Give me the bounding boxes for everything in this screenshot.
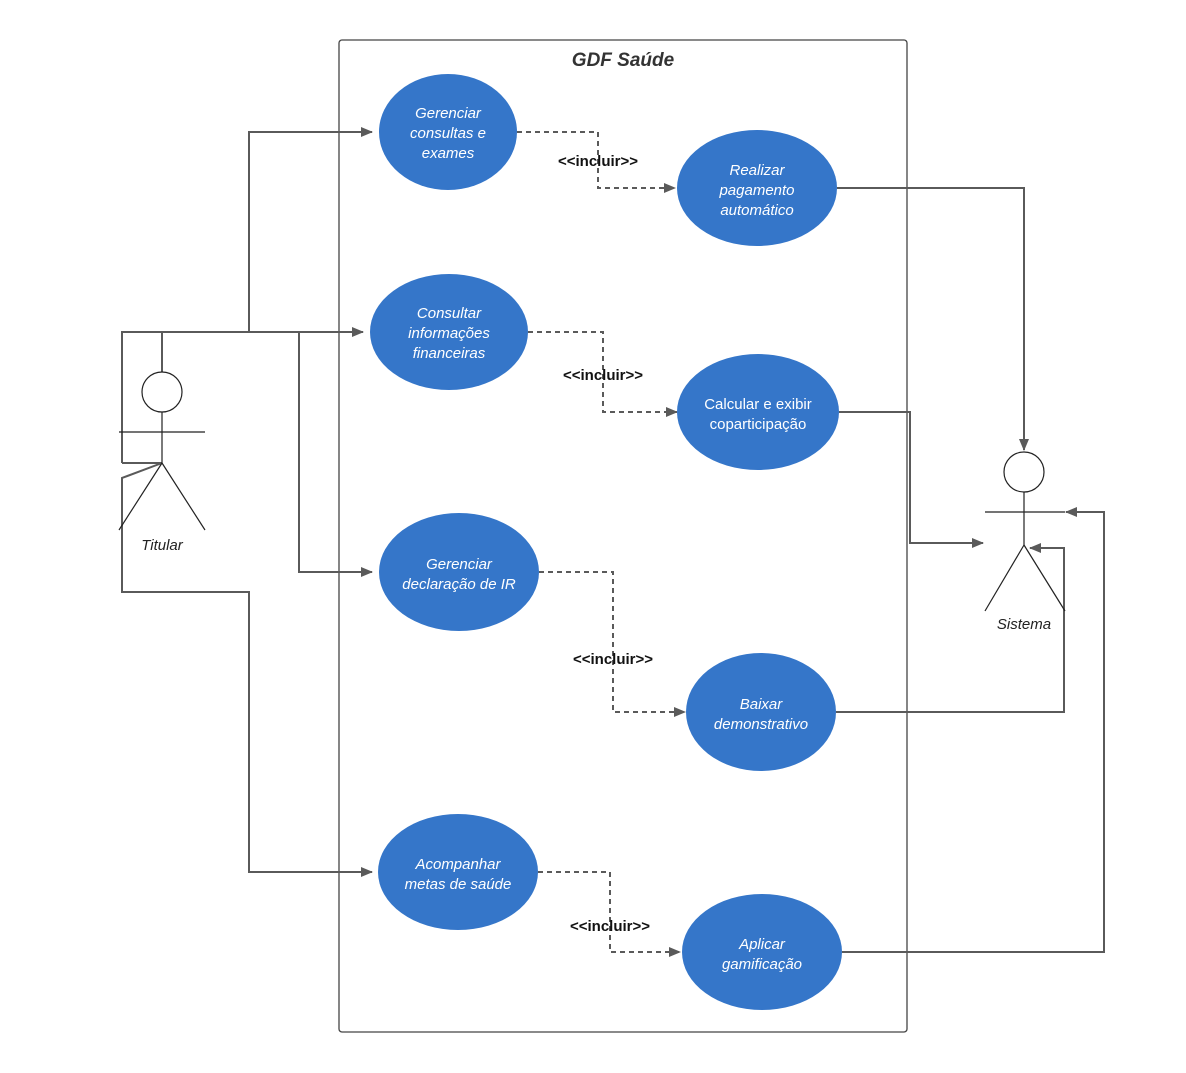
stereotype-label-4: <<incluir>> [570,918,650,935]
usecase-realizar-pagamento[interactable]: Realizar pagamento automático [677,130,837,246]
include-consultas-pagamento [517,131,676,193]
usecase-label: exames [422,145,475,162]
usecase-label: financeiras [413,345,486,362]
assoc-titular-gerenciar-ir [122,331,372,572]
include-info-copart [528,331,678,417]
usecase-label: automático [720,202,793,219]
usecase-label: Aplicar [738,936,786,953]
system-boundary [338,39,908,1033]
assoc-demonstrativo-sistema [836,543,1065,713]
include-metas-gamificacao [538,871,681,957]
actor-head-icon [1003,451,1045,493]
sistema-associations [836,187,1105,953]
usecase-label: demonstrativo [714,716,808,733]
assoc-gamificacao-sistema [842,507,1105,953]
usecase-label: Baixar [740,696,784,713]
usecase-label: Calcular e exibir [704,396,812,413]
usecase-label: consultas e [410,125,486,142]
actor-label-sistema: Sistema [997,616,1051,633]
usecase-label: Realizar [729,162,785,179]
assoc-pagamento-sistema [837,187,1029,451]
assoc-copart-sistema [839,411,984,548]
stereotype-label-1: <<incluir>> [558,153,638,170]
actor-titular[interactable]: Titular [118,371,206,554]
usecase-label: coparticipação [710,416,807,433]
usecase-gerenciar-ir[interactable]: Gerenciar declaração de IR [379,513,539,631]
usecase-label: gamificação [722,956,802,973]
actor-sistema[interactable]: Sistema [984,451,1066,633]
usecase-label: Gerenciar [426,556,493,573]
usecase-calcular-coparticipacao[interactable]: Calcular e exibir coparticipação [677,354,839,470]
usecase-baixar-demonstrativo[interactable]: Baixar demonstrativo [686,653,836,771]
usecase-label: pagamento [718,182,794,199]
usecase-label: declaração de IR [402,576,516,593]
actor-label-titular: Titular [141,537,184,554]
usecase-label: informações [408,325,490,342]
assoc-titular-acompanhar-metas [121,462,373,877]
assoc-titular-gerenciar-consultas [161,127,373,372]
usecase-label: Acompanhar [414,856,501,873]
actor-head-icon [141,371,183,413]
assoc-titular-consultar-info [121,327,364,463]
usecase-label: metas de saúde [405,876,512,893]
stereotype-label-3: <<incluir>> [573,651,653,668]
usecase-consultar-informacoes[interactable]: Consultar informações financeiras [370,274,528,390]
stereotype-label-2: <<incluir>> [563,367,643,384]
include-ir-demonstrativo [539,571,686,717]
system-title: GDF Saúde [572,50,675,71]
include-connectors [517,131,686,957]
usecase-label: Gerenciar [415,105,482,122]
usecase-acompanhar-metas[interactable]: Acompanhar metas de saúde [378,814,538,930]
usecase-gerenciar-consultas[interactable]: Gerenciar consultas e exames [379,74,517,190]
usecase-aplicar-gamificacao[interactable]: Aplicar gamificação [682,894,842,1010]
titular-associations [121,127,373,877]
usecase-label: Consultar [417,305,482,322]
